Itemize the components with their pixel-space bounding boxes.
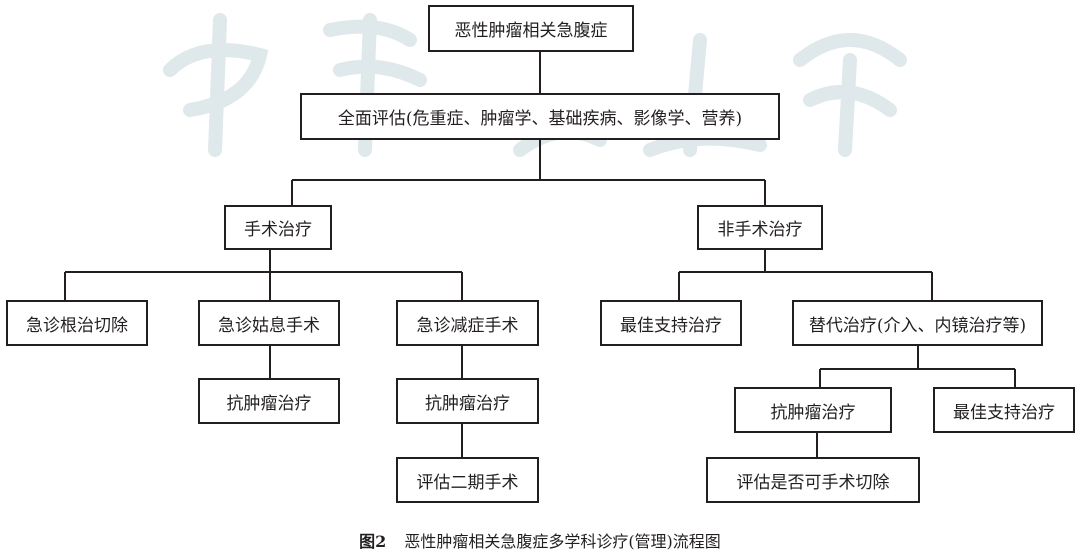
connector [291,140,766,205]
watermark-stroke [313,13,432,157]
node-best-support: 最佳支持治疗 [933,387,1075,433]
node-antitumor: 抗肿瘤治疗 [198,378,340,424]
figure-title: 恶性肿瘤相关急腹症多学科诊疗(管理)流程图 [404,532,721,551]
figure-caption: 图2 恶性肿瘤相关急腹症多学科诊疗(管理)流程图 [0,528,1080,552]
connector [64,250,463,300]
watermark-stroke [793,33,907,157]
node-root: 恶性肿瘤相关急腹症 [428,5,634,52]
node-alternative: 替代治疗(介入、内镜治疗等) [792,300,1043,346]
figure-label: 图2 [359,532,387,551]
node-best-support: 最佳支持治疗 [600,300,742,346]
watermark-stroke [163,13,269,157]
node-surgical: 手术治疗 [224,205,332,250]
connector [678,250,933,300]
node-antitumor: 抗肿瘤治疗 [734,387,892,433]
node-emergency-palliative: 急诊姑息手术 [198,300,340,346]
connector [819,346,1016,387]
node-non-surgical: 非手术治疗 [697,205,823,250]
node-emergency-radical: 急诊根治切除 [6,300,148,346]
node-second-stage: 评估二期手术 [396,457,539,503]
node-emergency-symptom: 急诊减症手术 [396,300,539,346]
node-antitumor: 抗肿瘤治疗 [396,378,539,424]
node-assessment: 全面评估(危重症、肿瘤学、基础疾病、影像学、营养) [300,93,780,140]
node-resectability: 评估是否可手术切除 [706,457,920,503]
